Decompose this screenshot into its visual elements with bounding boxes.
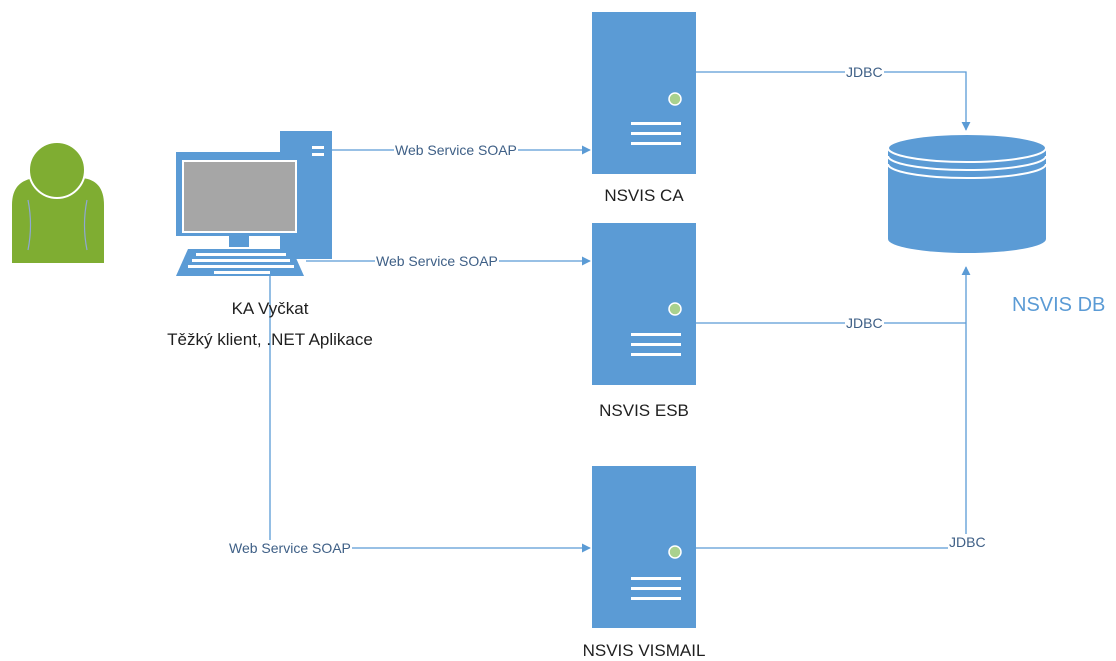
edge-label-esb-db: JDBC xyxy=(845,315,884,331)
server-esb-icon xyxy=(592,223,696,385)
server-vismail-label: NSVIS VISMAIL xyxy=(582,641,706,660)
server-vismail-icon xyxy=(592,466,696,628)
edge-label-client-ca: Web Service SOAP xyxy=(394,142,518,158)
database-icon xyxy=(887,133,1047,253)
client-title: KA Vyčkat xyxy=(231,299,309,318)
server-ca-icon xyxy=(592,12,696,174)
edge-label-ca-db: JDBC xyxy=(845,64,884,80)
edge-ca-db xyxy=(696,71,971,131)
edge-label-client-esb: Web Service SOAP xyxy=(375,253,499,269)
server-ca-label: NSVIS CA xyxy=(604,186,684,205)
client-subtitle: Těžký klient, .NET Aplikace xyxy=(167,330,373,349)
user-icon xyxy=(12,141,104,263)
server-esb-label: NSVIS ESB xyxy=(599,401,689,420)
edge-label-client-vismail: Web Service SOAP xyxy=(228,540,352,556)
edge-label-vismail-db: JDBC xyxy=(948,534,987,550)
database-label: NSVIS DB xyxy=(1012,294,1106,316)
workstation-icon xyxy=(176,131,332,276)
